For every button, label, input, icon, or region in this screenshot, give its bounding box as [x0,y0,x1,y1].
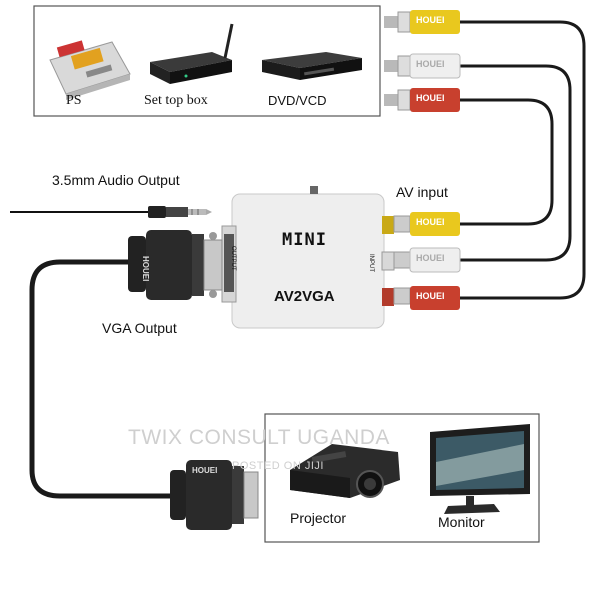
ps-console-icon [49,40,131,100]
brand-label-yellow-device: HOUEI [416,217,445,227]
output-label-projector: Projector [290,510,347,526]
source-label-dvd: DVD/VCD [268,93,327,108]
brand-label-yellow-top: HOUEI [416,15,445,25]
vga-output-label: VGA Output [102,320,177,336]
rca-plug-yellow-top [384,10,460,34]
rca-plug-red-top [384,88,460,112]
rca-plug-yellow-device [393,212,460,236]
av-input-label: AV input [396,184,448,200]
device-rca-jacks [381,216,395,306]
audio-output-label: 3.5mm Audio Output [52,172,180,188]
brand-label-vga-bottom: HOUEI [192,466,218,475]
device-name-line1: MINI [282,230,327,250]
rca-plug-white-top [384,53,461,79]
set-top-box-icon [150,23,234,84]
rca-plug-white-device [393,247,461,273]
vga-connector-bottom [170,460,259,530]
top-rca-plugs [384,10,461,112]
audio-jack-icon [10,206,212,218]
rca-plug-red-device [393,286,460,310]
dvd-player-icon [262,52,362,80]
watermark-line2: POSTED ON JIJI [232,460,324,472]
brand-label-red-top: HOUEI [416,93,445,103]
av2vga-device [221,186,395,329]
projector-icon [290,444,400,498]
source-label-set-top-box: Set top box [144,93,208,108]
brand-label-vga-top: HOUEI [141,256,150,282]
device-name-line2: AV2VGA [274,288,335,305]
source-label-ps: PS [66,93,82,108]
vga-connector-top [128,230,223,300]
device-port-input: INPUT [368,254,374,272]
rca-cables [460,20,586,300]
device-port-output: OUTPUT [230,246,236,271]
watermark-line1: TWIX CONSULT UGANDA [128,426,390,449]
sources-frame [33,5,381,117]
brand-label-white-top: HOUEI [416,59,445,69]
brand-label-white-device: HOUEI [416,253,445,263]
output-label-monitor: Monitor [438,514,485,530]
monitor-icon [430,424,530,514]
brand-label-red-device: HOUEI [416,291,445,301]
device-rca-plugs [393,212,461,310]
vga-cable [29,259,170,499]
outputs-frame [264,413,540,543]
